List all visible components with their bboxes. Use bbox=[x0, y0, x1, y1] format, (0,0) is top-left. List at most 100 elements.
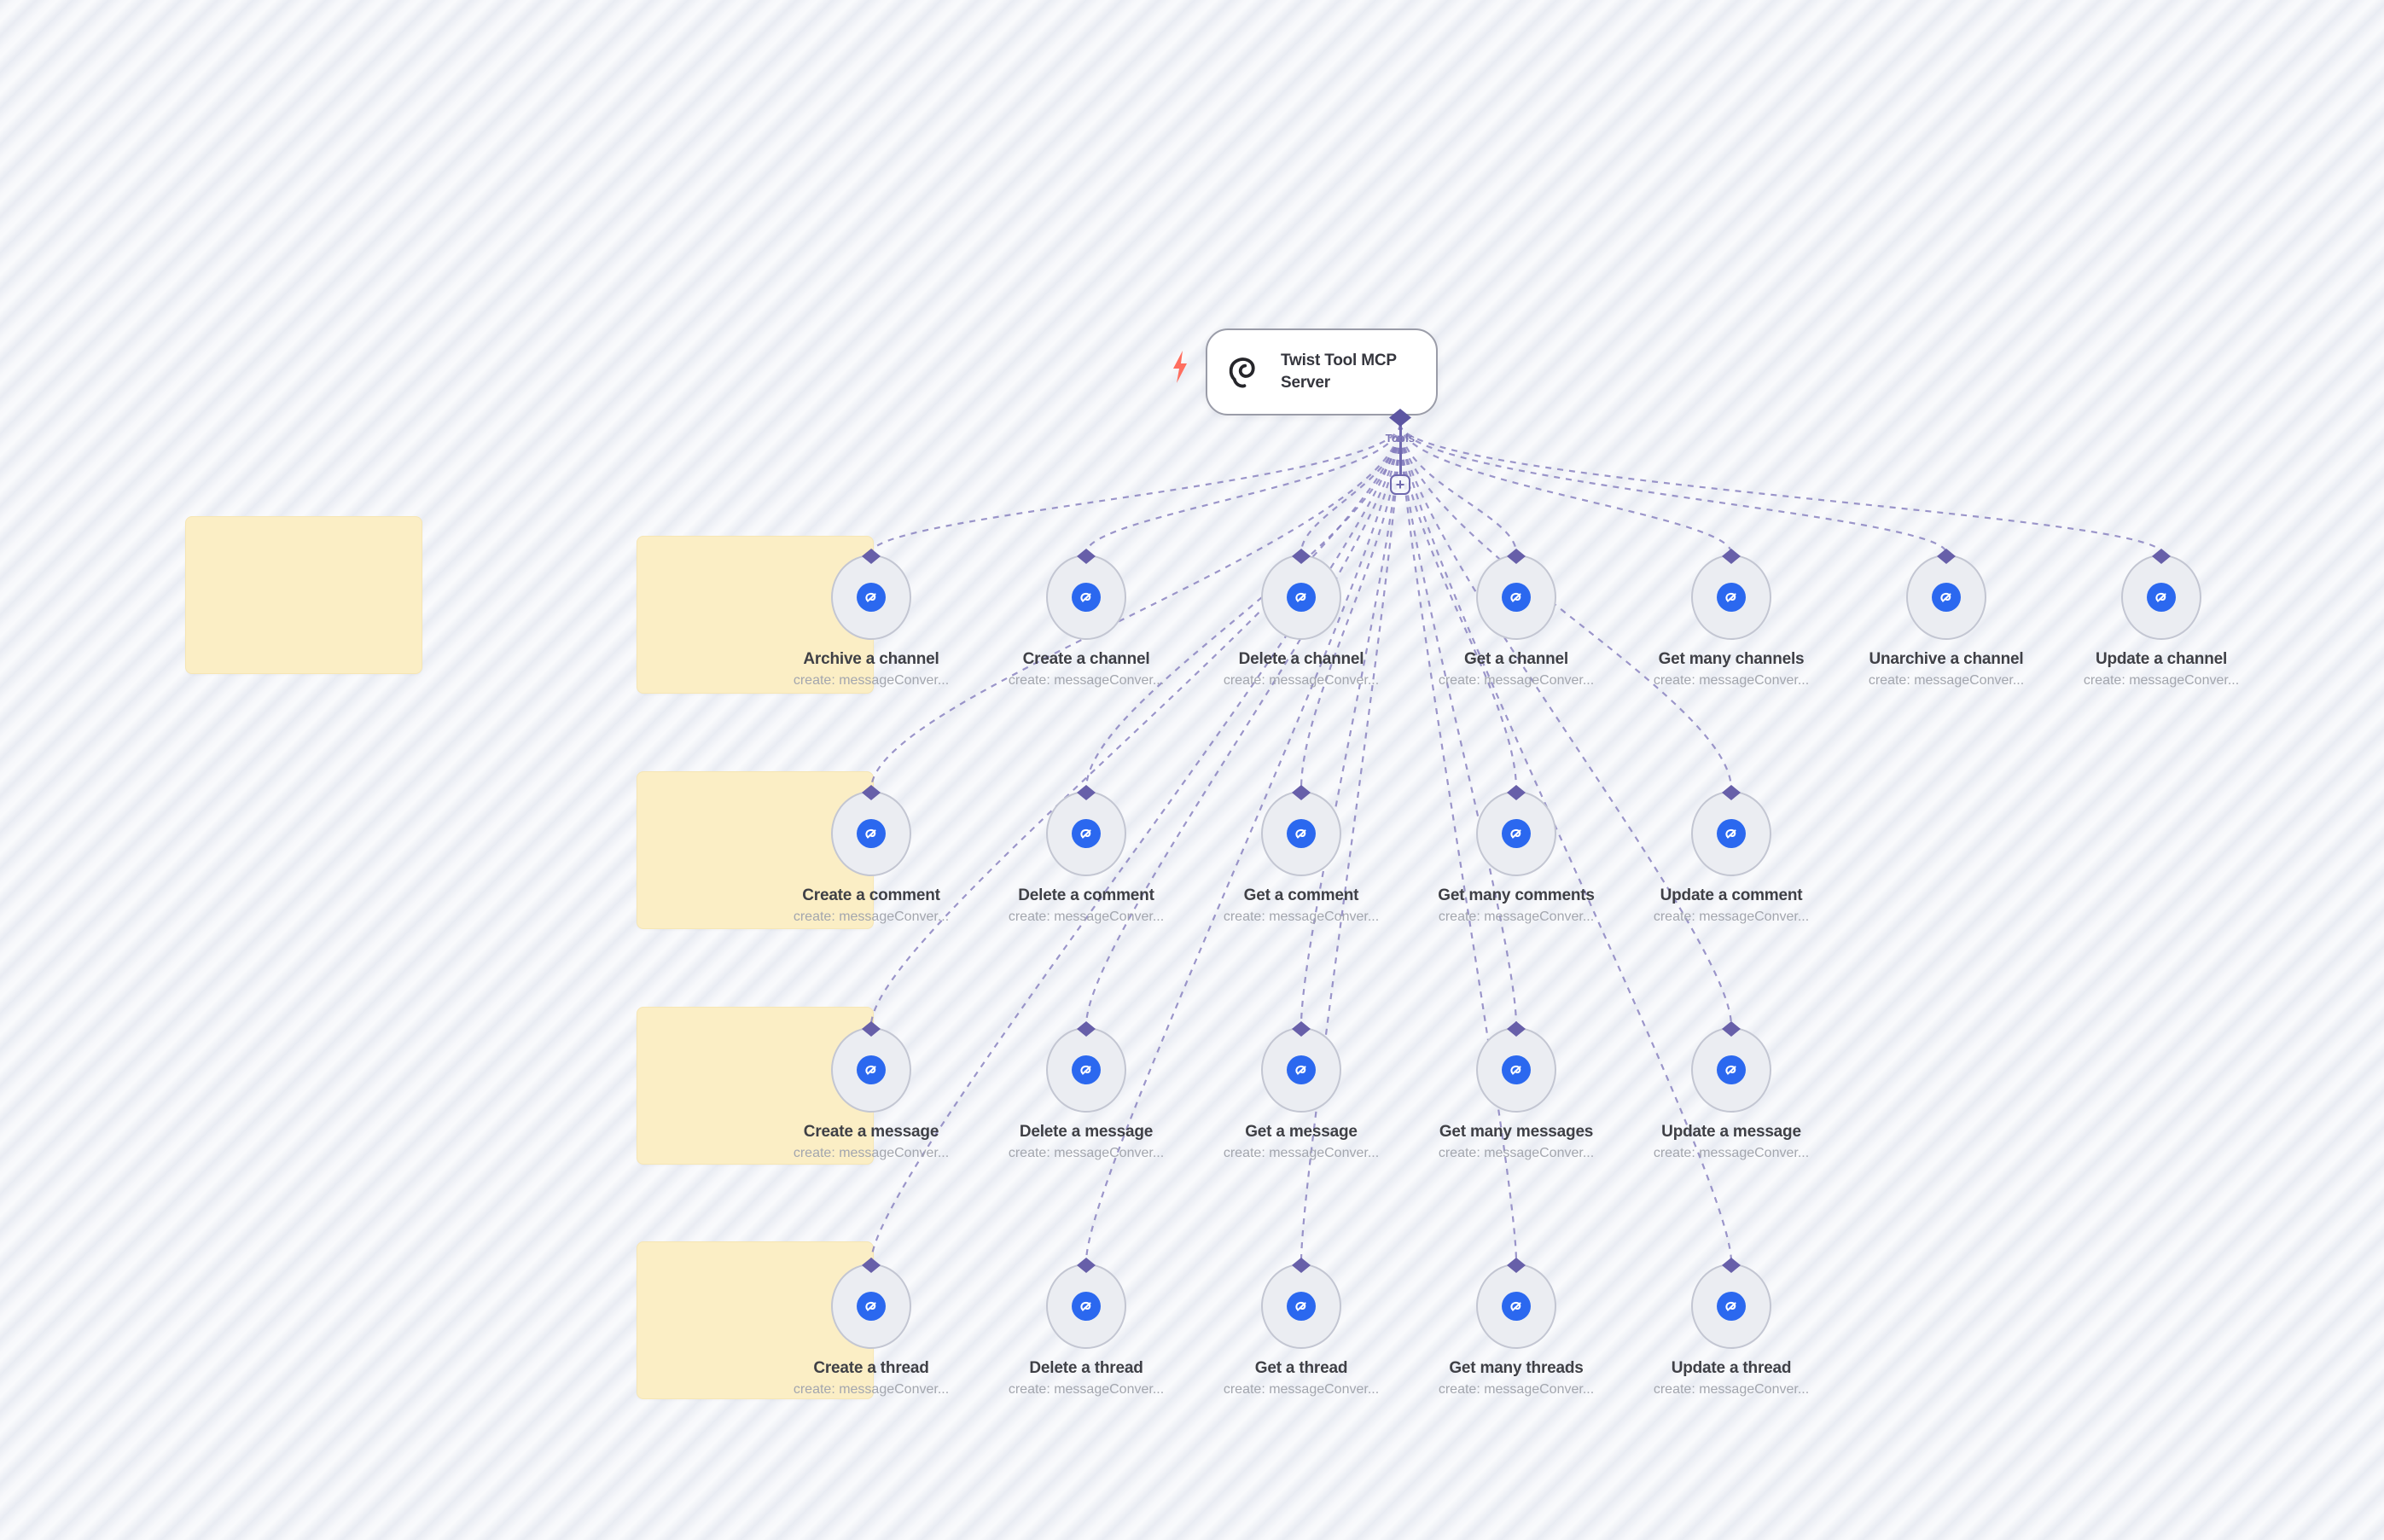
twist-tool-icon bbox=[857, 1292, 886, 1321]
connection-edge-get-many-comments[interactable] bbox=[1398, 423, 1518, 790]
connection-edge-update-a-thread[interactable] bbox=[1398, 423, 1733, 1263]
tool-node-circle[interactable] bbox=[831, 785, 911, 876]
input-connector-diamond[interactable] bbox=[1722, 1258, 1741, 1273]
tool-node-label: Get a comment bbox=[1243, 886, 1359, 904]
tool-node-circle[interactable] bbox=[1046, 549, 1126, 640]
tool-node-create-a-comment: Create a comment create: messageConver..… bbox=[777, 785, 965, 925]
input-connector-diamond[interactable] bbox=[862, 549, 881, 564]
connection-edge-get-many-channels[interactable] bbox=[1398, 423, 1733, 554]
connection-edge-create-a-thread[interactable] bbox=[869, 423, 1402, 1263]
input-connector-diamond[interactable] bbox=[1292, 1258, 1311, 1273]
connection-edge-get-a-channel[interactable] bbox=[1398, 423, 1518, 554]
tool-node-circle[interactable] bbox=[1261, 549, 1341, 640]
sticky-note-1[interactable] bbox=[185, 516, 422, 674]
input-connector-diamond[interactable] bbox=[1722, 785, 1741, 800]
tool-node-circle[interactable] bbox=[1261, 785, 1341, 876]
tool-node-get-a-comment: Get a comment create: messageConver... bbox=[1207, 785, 1395, 925]
connection-edge-update-a-message[interactable] bbox=[1398, 423, 1733, 1026]
connection-edge-unarchive-a-channel[interactable] bbox=[1398, 423, 1948, 554]
twist-tool-icon bbox=[1502, 583, 1531, 612]
connection-edge-update-a-comment[interactable] bbox=[1398, 423, 1733, 790]
input-connector-diamond[interactable] bbox=[1292, 785, 1311, 800]
tool-node-label: Create a message bbox=[803, 1123, 939, 1141]
input-connector-diamond[interactable] bbox=[1077, 785, 1096, 800]
tool-node-subtitle: create: messageConver... bbox=[1223, 909, 1380, 924]
tool-node-label: Create a comment bbox=[802, 886, 940, 904]
twist-tool-icon bbox=[1932, 583, 1961, 612]
connection-edge-create-a-message[interactable] bbox=[869, 423, 1402, 1026]
input-connector-diamond[interactable] bbox=[1507, 549, 1526, 564]
tool-node-subtitle: create: messageConver... bbox=[1008, 1146, 1165, 1160]
tool-node-circle[interactable] bbox=[1691, 785, 1771, 876]
twist-tool-icon bbox=[1072, 819, 1101, 848]
add-tool-button[interactable]: + bbox=[1390, 474, 1410, 495]
tool-node-subtitle: create: messageConver... bbox=[1653, 1382, 1810, 1397]
input-connector-diamond[interactable] bbox=[1292, 1021, 1311, 1037]
tool-node-circle[interactable] bbox=[1691, 549, 1771, 640]
tool-node-circle[interactable] bbox=[831, 549, 911, 640]
tool-node-circle[interactable] bbox=[1261, 1021, 1341, 1113]
input-connector-diamond[interactable] bbox=[1507, 1258, 1526, 1273]
trigger-node-twist-mcp-server[interactable]: Twist Tool MCP Server bbox=[1206, 328, 1438, 416]
input-connector-diamond[interactable] bbox=[862, 1021, 881, 1037]
tool-node-circle[interactable] bbox=[2121, 549, 2201, 640]
input-connector-diamond[interactable] bbox=[862, 785, 881, 800]
tool-node-circle[interactable] bbox=[1046, 1258, 1126, 1349]
tool-node-delete-a-message: Delete a message create: messageConver..… bbox=[992, 1021, 1180, 1161]
connection-edge-archive-a-channel[interactable] bbox=[869, 423, 1402, 554]
tool-node-circle[interactable] bbox=[1046, 1021, 1126, 1113]
input-connector-diamond[interactable] bbox=[862, 1258, 881, 1273]
tool-node-update-a-channel: Update a channel create: messageConver..… bbox=[2067, 549, 2255, 689]
input-connector-diamond[interactable] bbox=[1507, 1021, 1526, 1037]
input-connector-diamond[interactable] bbox=[1722, 549, 1741, 564]
tool-node-subtitle: create: messageConver... bbox=[2083, 673, 2240, 688]
connection-edge-delete-a-thread[interactable] bbox=[1084, 423, 1402, 1263]
twist-tool-icon bbox=[1072, 1292, 1101, 1321]
tool-node-get-many-channels: Get many channels create: messageConver.… bbox=[1637, 549, 1825, 689]
tool-node-circle[interactable] bbox=[1476, 1258, 1556, 1349]
connection-edge-get-a-message[interactable] bbox=[1300, 423, 1402, 1026]
tool-node-get-a-channel: Get a channel create: messageConver... bbox=[1422, 549, 1610, 689]
output-connector-diamond[interactable] bbox=[1389, 409, 1411, 427]
trigger-bolt-icon bbox=[1173, 351, 1187, 383]
tool-node-create-a-channel: Create a channel create: messageConver..… bbox=[992, 549, 1180, 689]
tool-node-subtitle: create: messageConver... bbox=[1438, 909, 1595, 924]
connection-edge-create-a-channel[interactable] bbox=[1084, 423, 1402, 554]
tool-node-label: Update a comment bbox=[1660, 886, 1803, 904]
tool-node-circle[interactable] bbox=[1476, 1021, 1556, 1113]
tool-node-get-many-comments: Get many comments create: messageConver.… bbox=[1422, 785, 1610, 925]
output-connector-line bbox=[1398, 417, 1402, 476]
tool-node-label: Create a channel bbox=[1022, 650, 1150, 668]
tool-node-archive-a-channel: Archive a channel create: messageConver.… bbox=[777, 549, 965, 689]
twist-tool-icon bbox=[2147, 583, 2176, 612]
tool-node-circle[interactable] bbox=[1691, 1258, 1771, 1349]
trigger-node-title: Twist Tool MCP Server bbox=[1281, 352, 1397, 392]
input-connector-diamond[interactable] bbox=[2152, 549, 2171, 564]
input-connector-diamond[interactable] bbox=[1292, 549, 1311, 564]
connection-edge-create-a-comment[interactable] bbox=[869, 423, 1402, 790]
tool-node-circle[interactable] bbox=[831, 1021, 911, 1113]
twist-tool-icon bbox=[1072, 1055, 1101, 1084]
tool-node-label: Delete a thread bbox=[1029, 1359, 1143, 1377]
input-connector-diamond[interactable] bbox=[1937, 549, 1956, 564]
tool-node-circle[interactable] bbox=[1906, 549, 1986, 640]
input-connector-diamond[interactable] bbox=[1077, 1258, 1096, 1273]
tool-node-circle[interactable] bbox=[1476, 785, 1556, 876]
connection-edge-get-a-comment[interactable] bbox=[1300, 423, 1402, 790]
connection-edge-update-a-channel[interactable] bbox=[1398, 423, 2163, 554]
connection-edge-delete-a-message[interactable] bbox=[1084, 423, 1402, 1026]
tool-node-subtitle: create: messageConver... bbox=[1223, 1382, 1380, 1397]
connection-edge-delete-a-comment[interactable] bbox=[1084, 423, 1402, 790]
input-connector-diamond[interactable] bbox=[1077, 1021, 1096, 1037]
tool-node-circle[interactable] bbox=[1476, 549, 1556, 640]
input-connector-diamond[interactable] bbox=[1077, 549, 1096, 564]
tool-node-circle[interactable] bbox=[831, 1258, 911, 1349]
tool-node-circle[interactable] bbox=[1261, 1258, 1341, 1349]
input-connector-diamond[interactable] bbox=[1722, 1021, 1741, 1037]
tool-node-circle[interactable] bbox=[1691, 1021, 1771, 1113]
connection-edge-get-many-messages[interactable] bbox=[1398, 423, 1518, 1026]
input-connector-diamond[interactable] bbox=[1507, 785, 1526, 800]
tool-node-circle[interactable] bbox=[1046, 785, 1126, 876]
